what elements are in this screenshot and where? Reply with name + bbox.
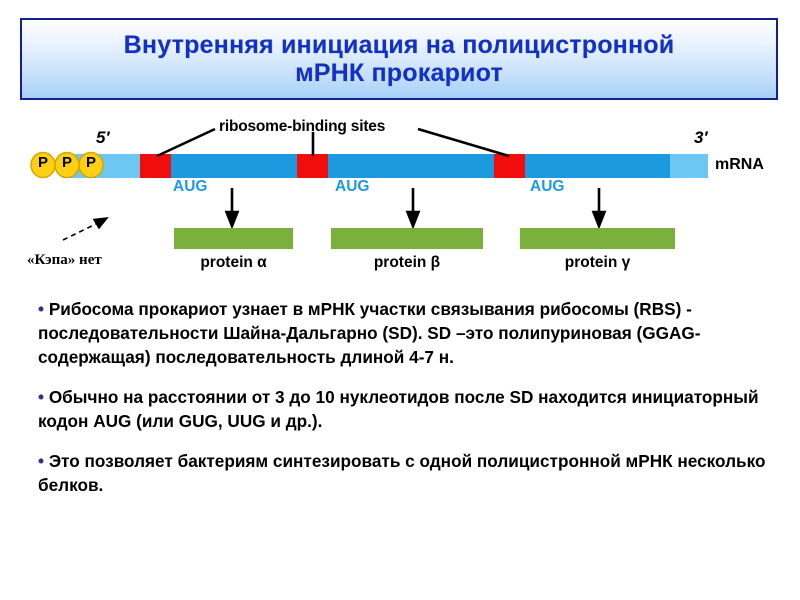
bullet-paragraph-3: • Это позволяет бактериям синтезировать … (38, 449, 768, 497)
bullet-glyph-2: • (38, 387, 45, 408)
body-text-block: • Рибосома прокариот узнает в мРНК участ… (38, 297, 768, 514)
phosphate-letter-1: P (38, 154, 49, 171)
three-prime-end-label: 3′ (694, 128, 708, 147)
phosphate-letter-2: P (62, 154, 73, 171)
bullet-paragraph-2: • Обычно на расстоянии от 3 до 10 нуклео… (38, 385, 768, 433)
translation-arrow-head-1 (224, 210, 240, 230)
translation-arrow-head-3 (591, 210, 607, 230)
bullet-text-2: Обычно на расстоянии от 3 до 10 нуклеоти… (38, 387, 759, 432)
bullet-glyph-1: • (38, 299, 45, 319)
rbs-leader-1 (156, 127, 216, 158)
polycistronic-mrna-diagram: ribosome-binding sites 5′ 3′ mRNA «Кэпа»… (0, 104, 800, 292)
page-title: Внутренняя инициация на полицистронной м… (123, 30, 675, 88)
no-cap-annotation: «Кэпа» нет (27, 252, 102, 268)
rbs-box-3 (494, 154, 525, 178)
mrna-strand-label: mRNA (715, 156, 764, 173)
protein-label-beta: protein β (373, 254, 441, 271)
bullet-text-1: Рибосома прокариот узнает в мРНК участки… (38, 299, 701, 368)
start-codon-label-3: AUG (530, 178, 565, 195)
slide-title-box: Внутренняя инициация на полицистронной м… (20, 18, 778, 100)
protein-label-alpha: protein α (200, 254, 267, 271)
protein-bar-1 (174, 228, 293, 249)
protein-bar-2 (331, 228, 483, 249)
rbs-box-2 (297, 154, 328, 178)
mrna-3utr-segment (670, 154, 708, 178)
bullet-glyph-3: • (38, 451, 45, 472)
phosphate-circle-3 (78, 151, 104, 179)
mrna-coding-backbone (140, 154, 670, 178)
protein-label-gamma: protein γ (564, 254, 631, 271)
no-cap-arrow-head (92, 216, 109, 230)
bullet-text-3: Это позволяет бактериям синтезировать с … (38, 451, 766, 496)
no-cap-arrow (62, 216, 109, 241)
translation-arrow-head-2 (405, 210, 421, 230)
rbs-box-1 (140, 154, 171, 178)
rbs-leader-lines (156, 127, 510, 158)
bullet-paragraph-1: • Рибосома прокариот узнает в мРНК участ… (38, 297, 768, 369)
phosphate-letter-3: P (86, 154, 97, 171)
diagram-canvas (30, 127, 708, 249)
protein-bar-3 (520, 228, 675, 249)
ribosome-binding-sites-label: ribosome-binding sites (219, 118, 386, 135)
rbs-leader-3 (417, 127, 510, 158)
phosphate-group (30, 151, 104, 179)
no-cap-arrow-line (62, 221, 101, 241)
start-codon-label-1: AUG (173, 178, 208, 195)
start-codon-label-2: AUG (335, 178, 370, 195)
translation-arrows (224, 188, 607, 230)
five-prime-end-label: 5′ (96, 128, 110, 147)
